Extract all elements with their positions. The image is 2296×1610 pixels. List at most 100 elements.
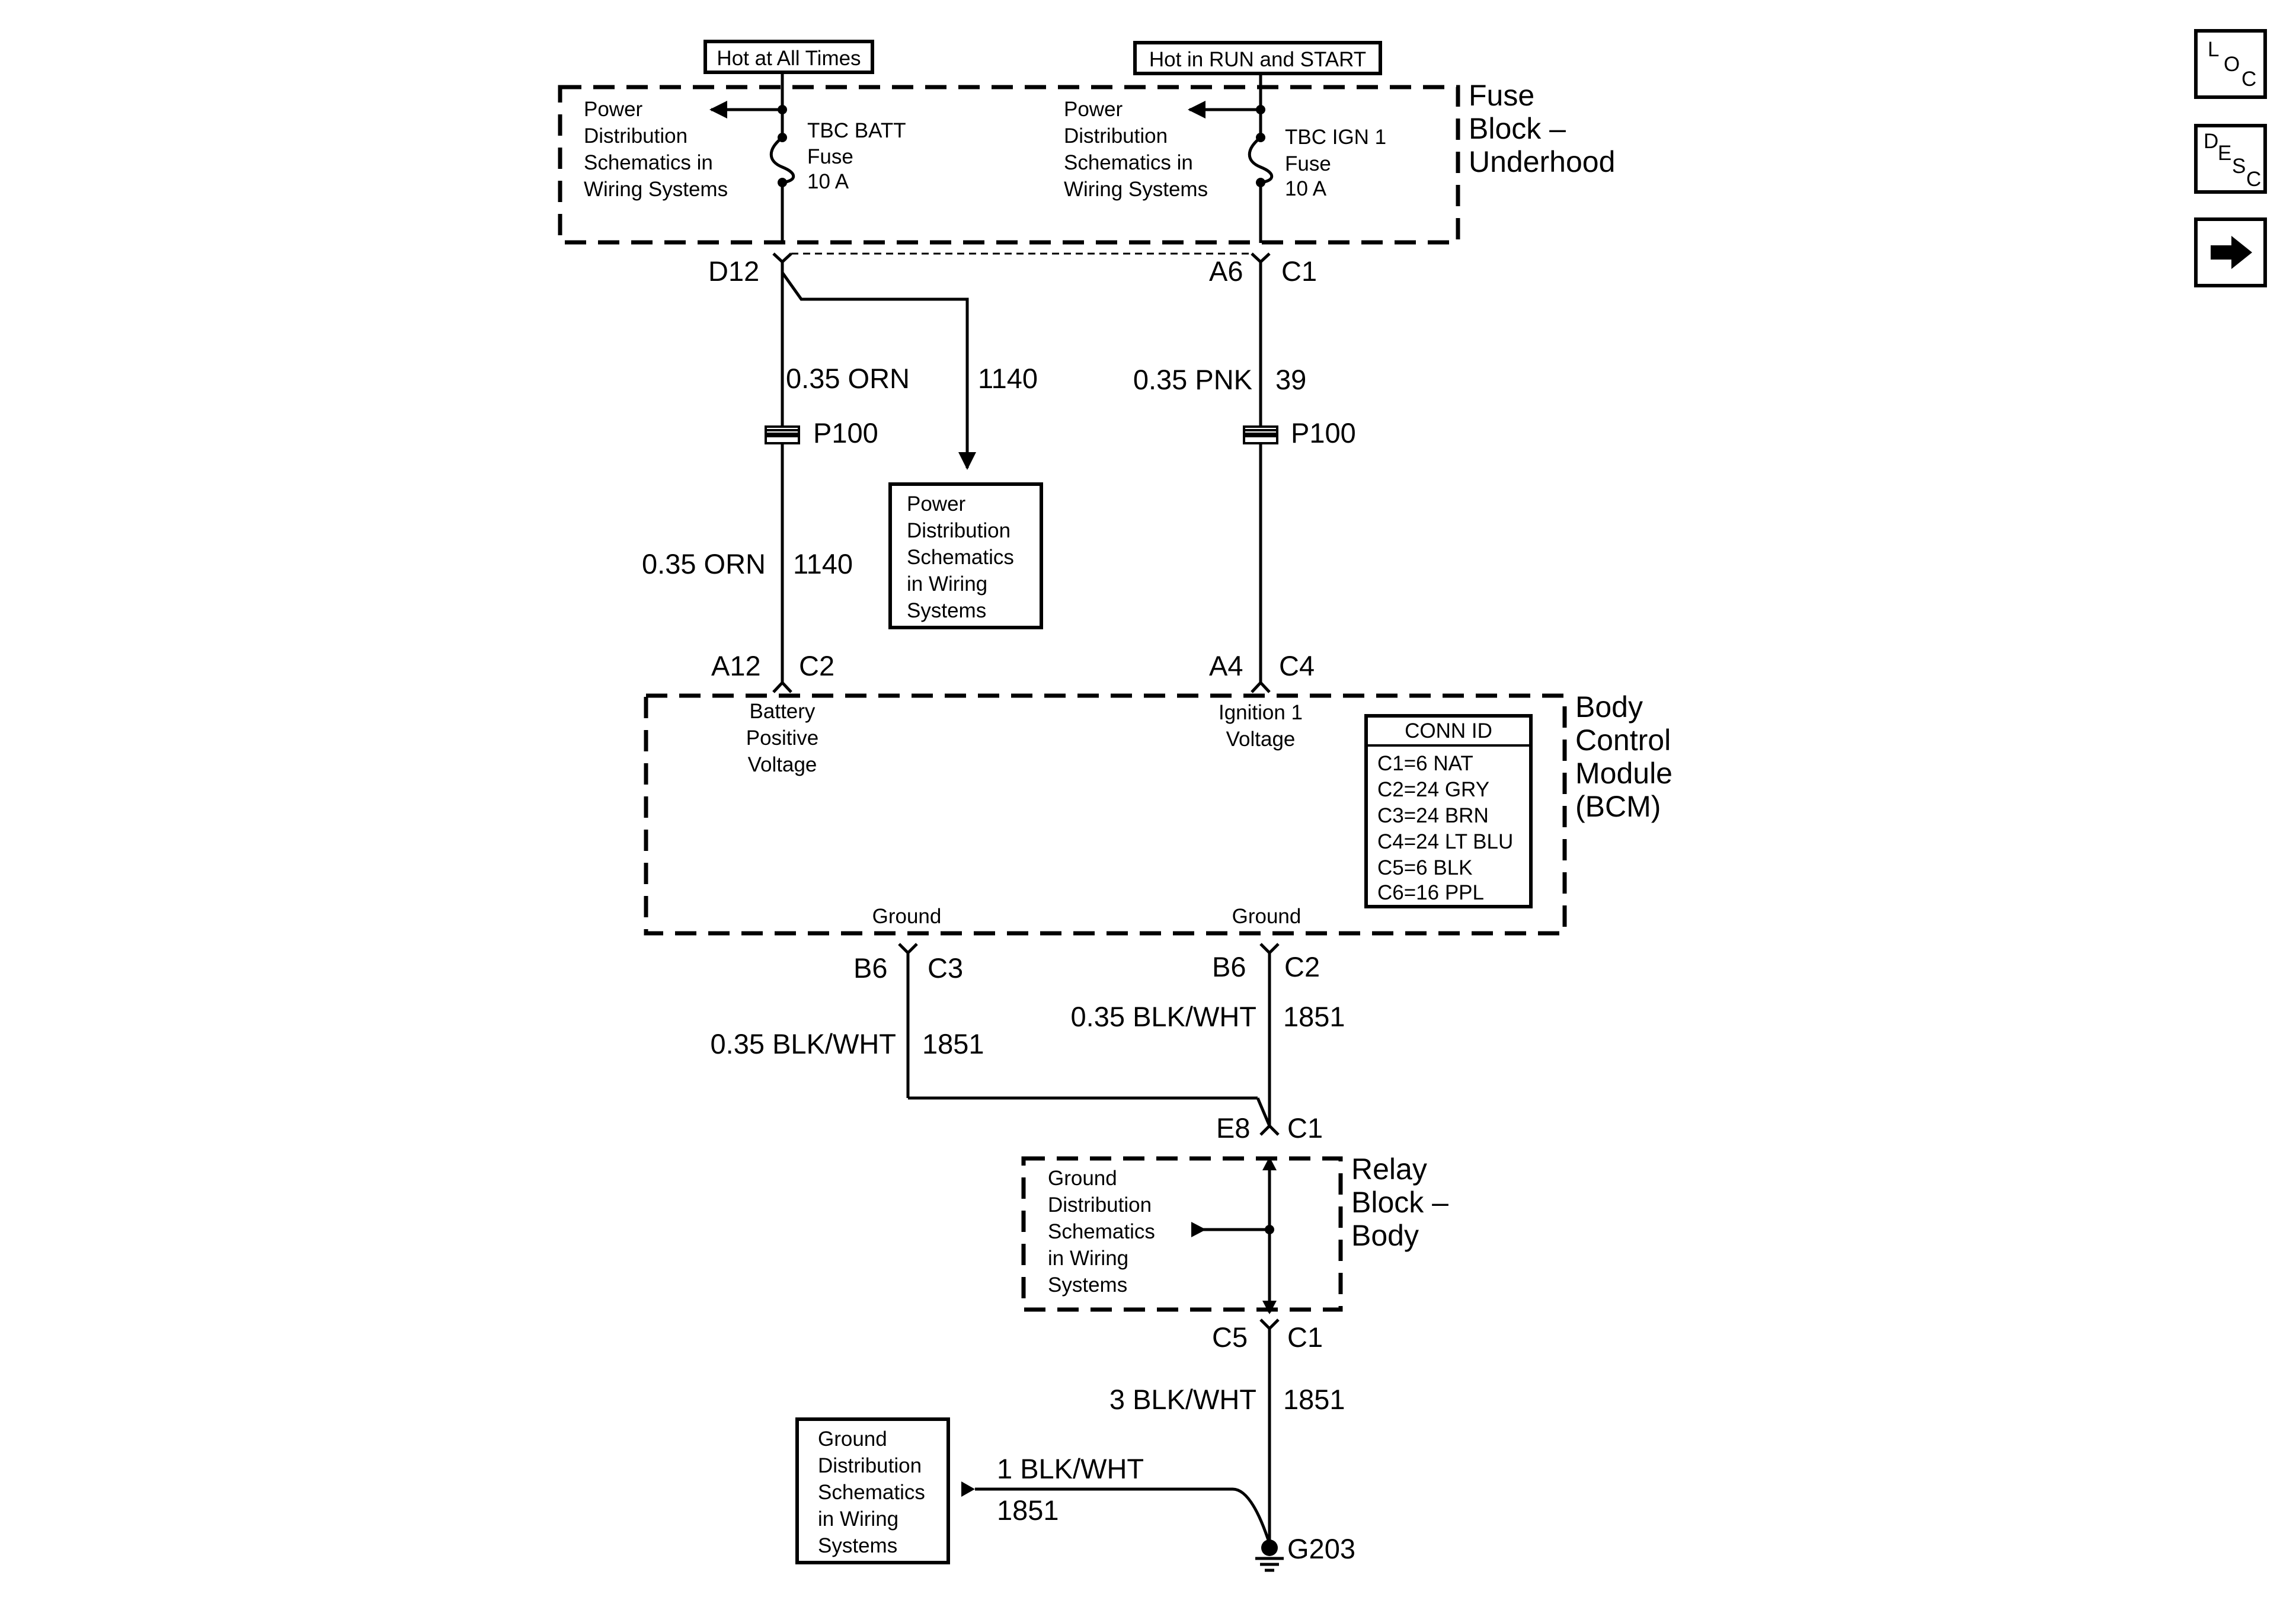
svg-text:Block –: Block –	[1351, 1186, 1448, 1219]
svg-text:TBC BATT: TBC BATT	[807, 119, 906, 142]
svg-text:Distribution: Distribution	[1048, 1193, 1152, 1217]
tbc-ign1-fuse: TBC IGN 1 Fuse 10 A	[1248, 114, 1386, 243]
svg-text:1140: 1140	[793, 548, 853, 580]
svg-text:C1: C1	[1287, 1112, 1323, 1144]
svg-text:D: D	[2204, 130, 2218, 153]
svg-text:Control: Control	[1575, 724, 1671, 757]
svg-text:Power: Power	[907, 492, 966, 516]
bcm-outline	[644, 693, 1567, 936]
ground-distribution-box: Ground Distribution Schematics in Wiring…	[795, 1417, 950, 1564]
svg-text:0.35 BLK/WHT: 0.35 BLK/WHT	[1071, 1001, 1256, 1032]
ground-label-right: Ground	[1232, 905, 1302, 928]
svg-text:C4=24 LT BLU: C4=24 LT BLU	[1377, 830, 1513, 853]
svg-text:Body: Body	[1351, 1219, 1419, 1252]
svg-text:Distribution: Distribution	[818, 1454, 922, 1477]
orn-wire-lower: 0.35 ORN 1140	[642, 548, 853, 580]
svg-text:Voltage: Voltage	[748, 753, 817, 776]
svg-text:C5: C5	[1212, 1321, 1248, 1353]
svg-text:Underhood: Underhood	[1469, 145, 1615, 178]
svg-text:Schematics in: Schematics in	[584, 151, 713, 174]
power-distribution-box: Power Distribution Schematics in Wiring …	[888, 482, 1043, 629]
svg-text:Systems: Systems	[1048, 1273, 1127, 1297]
svg-text:C: C	[2241, 68, 2256, 91]
svg-text:Schematics: Schematics	[907, 546, 1014, 569]
svg-text:Body: Body	[1575, 690, 1643, 724]
svg-text:3 BLK/WHT: 3 BLK/WHT	[1109, 1384, 1256, 1415]
connector-b6-c2: B6 C2	[1212, 943, 1320, 982]
svg-text:Hot at All Times: Hot at All Times	[717, 47, 861, 70]
svg-text:0.35 ORN: 0.35 ORN	[642, 548, 766, 580]
svg-text:Distribution: Distribution	[1064, 124, 1168, 148]
svg-text:0.35 ORN: 0.35 ORN	[786, 363, 910, 394]
svg-text:Battery: Battery	[750, 700, 816, 723]
svg-text:Fuse: Fuse	[1285, 152, 1331, 175]
svg-text:1851: 1851	[922, 1028, 984, 1060]
blk-wht-3-wire: 3 BLK/WHT 1851	[1109, 1384, 1345, 1415]
svg-text:A6: A6	[1209, 255, 1243, 287]
svg-text:Fuse: Fuse	[1469, 79, 1534, 112]
svg-text:1140: 1140	[978, 363, 1038, 394]
svg-text:C4: C4	[1279, 650, 1315, 681]
svg-text:in Wiring: in Wiring	[907, 572, 987, 596]
blk-wht-wire-right: 0.35 BLK/WHT 1851	[1071, 1001, 1345, 1032]
ground-g203-icon	[1255, 1539, 1284, 1572]
svg-text:Distribution: Distribution	[584, 124, 687, 148]
svg-text:10 A: 10 A	[1285, 177, 1327, 200]
svg-text:Schematics: Schematics	[1048, 1220, 1155, 1243]
relay-block-title: Relay Block – Body	[1351, 1153, 1448, 1252]
splice-p100-right: P100	[1243, 417, 1356, 449]
svg-text:C2: C2	[799, 650, 834, 681]
hot-in-run-and-start-label: Hot in RUN and START	[1133, 41, 1382, 75]
svg-text:C2=24 GRY: C2=24 GRY	[1377, 778, 1489, 801]
svg-text:1851: 1851	[1283, 1001, 1345, 1032]
svg-text:Ignition 1: Ignition 1	[1219, 701, 1303, 724]
svg-text:Hot in RUN and START: Hot in RUN and START	[1149, 48, 1366, 71]
loc-button[interactable]: L O C	[2194, 29, 2267, 99]
svg-text:E: E	[2218, 142, 2231, 165]
svg-text:Schematics: Schematics	[818, 1481, 925, 1504]
relay-ground-distribution-ref: Ground Distribution Schematics in Wiring…	[1048, 1167, 1155, 1297]
svg-text:C3=24 BRN: C3=24 BRN	[1377, 804, 1489, 827]
svg-text:1851: 1851	[997, 1494, 1059, 1526]
svg-text:Schematics in: Schematics in	[1064, 151, 1193, 174]
svg-text:C6=16 PPL: C6=16 PPL	[1377, 881, 1484, 904]
svg-text:0.35 BLK/WHT: 0.35 BLK/WHT	[711, 1028, 896, 1060]
bcm-title: Body Control Module (BCM)	[1575, 690, 1673, 823]
svg-text:Module: Module	[1575, 757, 1673, 790]
svg-text:A4: A4	[1209, 650, 1243, 681]
next-button[interactable]	[2194, 217, 2267, 287]
right-power-distribution-ref: Power Distribution Schematics in Wiring …	[1064, 98, 1208, 201]
fuse-block-outline	[558, 85, 1460, 245]
blk-wht-1-wire: 1 BLK/WHT 1851	[997, 1453, 1144, 1526]
svg-text:TBC IGN 1: TBC IGN 1	[1285, 126, 1386, 149]
connector-a12-c2: A12 C2	[711, 650, 834, 693]
connector-a6-c1: A6 C1	[1209, 252, 1317, 287]
svg-text:Systems: Systems	[818, 1534, 897, 1557]
svg-text:(BCM): (BCM)	[1575, 790, 1661, 823]
svg-text:C5=6 BLK: C5=6 BLK	[1377, 856, 1473, 879]
desc-button[interactable]: D E S C	[2194, 124, 2267, 194]
svg-text:O: O	[2224, 53, 2240, 76]
svg-text:B6: B6	[853, 952, 888, 984]
svg-text:C1: C1	[1287, 1321, 1323, 1353]
svg-text:Power: Power	[1064, 98, 1123, 121]
ground-g203-label: G203	[1287, 1533, 1355, 1564]
svg-text:C2: C2	[1284, 951, 1320, 982]
svg-text:1851: 1851	[1283, 1384, 1345, 1415]
orn-wire-upper: 0.35 ORN 1140	[786, 363, 1038, 394]
svg-text:CONN ID: CONN ID	[1405, 719, 1492, 742]
svg-text:P100: P100	[813, 417, 878, 449]
svg-text:in Wiring: in Wiring	[818, 1507, 898, 1531]
svg-text:B6: B6	[1212, 951, 1246, 982]
svg-text:A12: A12	[711, 650, 761, 681]
left-power-distribution-ref: Power Distribution Schematics in Wiring …	[584, 98, 728, 201]
svg-text:D12: D12	[708, 255, 759, 287]
svg-text:Block –: Block –	[1469, 112, 1566, 145]
battery-positive-voltage-label: Battery Positive Voltage	[746, 700, 819, 776]
svg-text:Ground: Ground	[1048, 1167, 1117, 1190]
svg-text:0.35 PNK: 0.35 PNK	[1133, 364, 1252, 395]
connector-d12: D12	[708, 252, 792, 287]
pnk-wire: 0.35 PNK 39	[1133, 364, 1306, 395]
ignition-1-voltage-label: Ignition 1 Voltage	[1219, 701, 1303, 751]
